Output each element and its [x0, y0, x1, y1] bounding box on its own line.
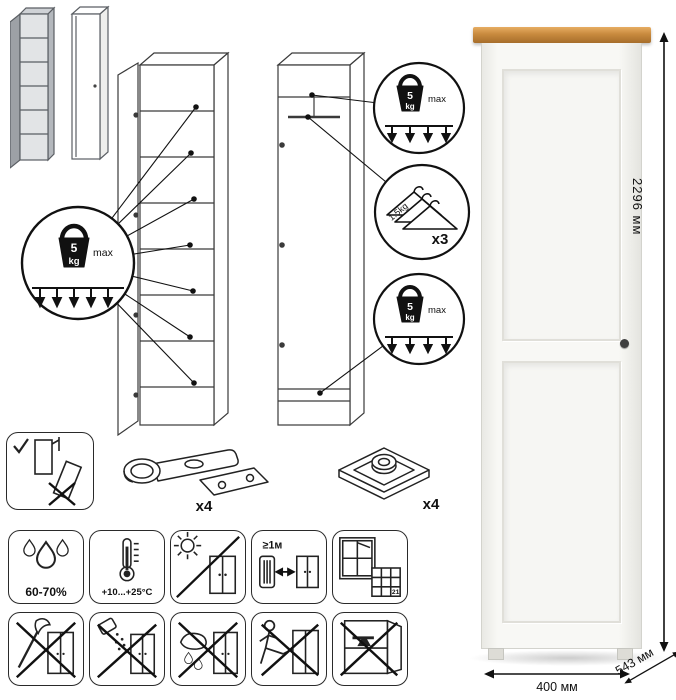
no-kicking-icon: [251, 612, 327, 686]
door-lower-panel: [502, 361, 621, 623]
mount-hardware-icon: x4: [338, 447, 440, 513]
thermometer-icon: [119, 538, 139, 582]
depth-dimension: 543 мм: [613, 633, 676, 690]
mini-cabinet-closed: [70, 5, 110, 161]
wardrobe-body: [481, 43, 642, 660]
shelf-dots: [187, 104, 199, 386]
mini-cabinets-sketch: [10, 5, 110, 169]
door-upper-panel: [502, 69, 621, 341]
weight-unit: kg: [68, 256, 79, 267]
weight-value: 5: [71, 241, 78, 255]
load-arrows-icon: [32, 287, 124, 309]
anvil-in-cabinet-icon: [339, 619, 402, 677]
calendar-day-label: 21: [392, 589, 400, 596]
shelf-weight-callout: 5 kg max: [20, 205, 136, 321]
no-wet-cleaning-icon: [170, 612, 246, 686]
no-sharp-impacts-icon: [8, 612, 84, 686]
weight-max-label: max: [93, 247, 114, 259]
mount-qty-label: x4: [423, 496, 440, 513]
height-dimension-label: 2296 мм: [630, 178, 645, 236]
humidity-icon: 60-70%: [8, 530, 84, 604]
shelf-cabinet-drawing: [117, 51, 230, 437]
bottom-shelf-weight-callout: [372, 272, 466, 366]
hangers-icon: [386, 186, 458, 230]
door-knob: [620, 339, 629, 348]
hanger-cabinet-diagram: 5 kg max: [276, 51, 471, 427]
ventilation-icon: 21: [332, 530, 408, 604]
weight-body-icon: [58, 237, 90, 268]
temperature-label: +10...+25°C: [101, 587, 153, 598]
width-dimension-arrow: [484, 669, 630, 679]
no-direct-sunlight-icon: [170, 530, 246, 604]
no-abrasives-icon: [89, 612, 165, 686]
window-calendar-icon: 21: [339, 537, 401, 598]
no-overload-icon: [332, 612, 408, 686]
temperature-icon: +10...+25°C: [89, 530, 165, 604]
axe-wardrobe-icon: [15, 617, 77, 679]
hanger-count-label: x3: [432, 231, 449, 248]
hinge-hardware-icon: x4: [123, 449, 269, 515]
hinge-qty-label: x4: [196, 498, 213, 515]
hanger-cabinet-drawing: [276, 51, 366, 427]
care-icons-row-2: [8, 612, 408, 686]
wardrobe-foot-left: [488, 648, 504, 660]
anti-tip-warning-icon: [6, 432, 94, 510]
height-dimension-arrow: [659, 32, 669, 652]
depth-dimension-arrow: [624, 651, 676, 684]
width-dimension-label: 400 мм: [536, 680, 578, 694]
wardrobe-wood-top: [473, 27, 651, 43]
anti-tip-art: [13, 437, 83, 506]
shelf-cabinet-diagram: 5 kg max: [20, 51, 230, 437]
sun-wardrobe-icon: [173, 531, 240, 599]
care-icons-row-1: 60-70% +10...+25°C: [8, 530, 408, 604]
heat-distance-icon: ≥1м: [251, 530, 327, 604]
water-drops-icon: [23, 538, 69, 569]
mini-cabinet-open: [10, 6, 56, 169]
hanger-load-callout: 1.5kg x3: [373, 163, 471, 261]
weight-handle-icon: [59, 223, 89, 240]
distance-label: ≥1м: [263, 540, 283, 552]
wet-cloth-icon: [177, 621, 239, 679]
humidity-label: 60-70%: [25, 585, 67, 599]
top-shelf-weight-callout: [372, 61, 466, 155]
person-kicking-icon: [259, 619, 320, 677]
wardrobe-foot-right: [617, 648, 633, 660]
radiator-distance-icon: ≥1м: [259, 540, 319, 589]
attachment-dots: [305, 92, 323, 396]
powder-wardrobe-icon: [96, 617, 158, 679]
